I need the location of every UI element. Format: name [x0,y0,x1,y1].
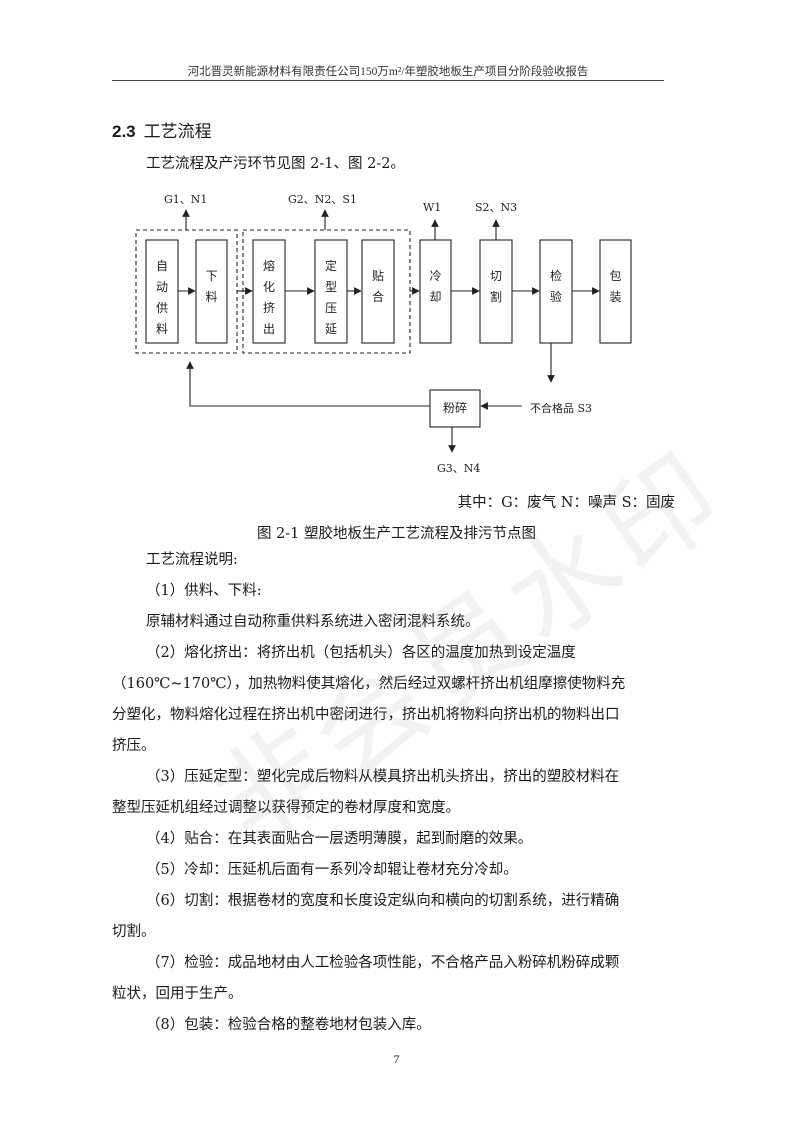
body-line-3: 原辅材料通过自动称重供料系统进入密闭混料系统。 [146,614,480,630]
section-heading: 2.3 工艺流程 [112,117,212,142]
vlabel-inspection: 检验 [550,268,562,304]
body-line-5: （160℃~170℃），加热物料使其熔化，然后经过双螺杆挤出机组摩擦使物料充 [112,676,626,692]
section-title: 工艺流程 [143,122,212,141]
body-line-10: （4）贴合：在其表面贴合一层透明薄膜，起到耐磨的效果。 [146,831,533,847]
vlabel-cutting: 切割 [490,269,502,304]
intro-text: 工艺流程及产污环节见图 2-1、图 2-2。 [146,156,405,172]
body-line-2: （1）供料、下料: [146,583,262,599]
body-line-16: （8）包装：检验合格的整卷地材包装入库。 [146,1017,431,1033]
figure-caption: 图 2-1 塑胶地板生产工艺流程及排污节点图 [256,526,537,542]
page-number: 7 [393,1052,400,1066]
body-line-14: （7）检验：成品地材由人工检验各项性能，不合格产品入粉碎机粉碎成颗 [146,955,620,971]
body-line-15: 粒状，回用于生产。 [112,986,243,1002]
process-flow-diagram: G1、N1 G2、N2、S1 W1 S2、N3 不合格品 S3 G3、N4 自动… [100,180,700,490]
arrow-recycle-return [186,361,430,407]
body-line-9: 整型压延机组经过调整以获得预定的卷材厚度和宽度。 [112,800,460,816]
label-crushing: 粉碎 [443,400,467,415]
body-line-8: （3）压延定型：塑化完成后物料从模具挤出机头挤出，挤出的塑胶材料在 [146,769,620,785]
body-line-13: 切割。 [112,924,156,940]
body-line-6: 分塑化，物料熔化过程在挤出机中密闭进行，挤出机将物料向挤出机的物料出口 [112,707,620,723]
vlabel-packaging: 包装 [609,269,621,304]
body-line-12: （6）切割：根据卷材的宽度和长度设定纵向和横向的切割系统，进行精确 [146,893,620,909]
vlabel-melt-extrude: 熔化挤出 [263,258,275,336]
box-discharge [195,239,228,344]
body-line-11: （5）冷却：压延机后面有一系列冷却辊让卷材充分冷却。 [146,862,518,878]
header-rule [112,80,664,81]
label-g3: G3、N4 [437,462,480,475]
vlabel-discharge: 下料 [205,269,217,304]
label-reject: 不合格品 S3 [530,401,592,415]
vlabel-laminate: 贴合 [372,269,384,304]
vlabel-cooling: 冷却 [429,269,441,304]
label-g1: G1、N1 [164,193,207,206]
vlabel-calender: 定型压延 [325,258,337,336]
vlabel-auto-feed: 自动供料 [156,259,168,336]
page-header: 河北晋灵新能源材料有限责任公司150万m²/年塑胶地板生产项目分阶段验收报告 [187,66,589,78]
label-w1: W1 [423,201,441,214]
body-line-4: （2）熔化挤出：将挤出机（包括机头）各区的温度加热到设定温度 [146,645,576,661]
label-s2: S2、N3 [475,201,517,214]
box-packaging [599,239,632,344]
body-line-1: 工艺流程说明: [146,552,238,568]
body-line-7: 挤压。 [112,738,156,754]
section-number: 2.3 [112,122,136,141]
box-laminate [361,239,395,344]
label-g2: G2、N2、S1 [288,193,357,206]
diagram-legend: 其中：G：废气 N：噪声 S：固废 [457,495,675,511]
box-crushing [429,389,481,428]
